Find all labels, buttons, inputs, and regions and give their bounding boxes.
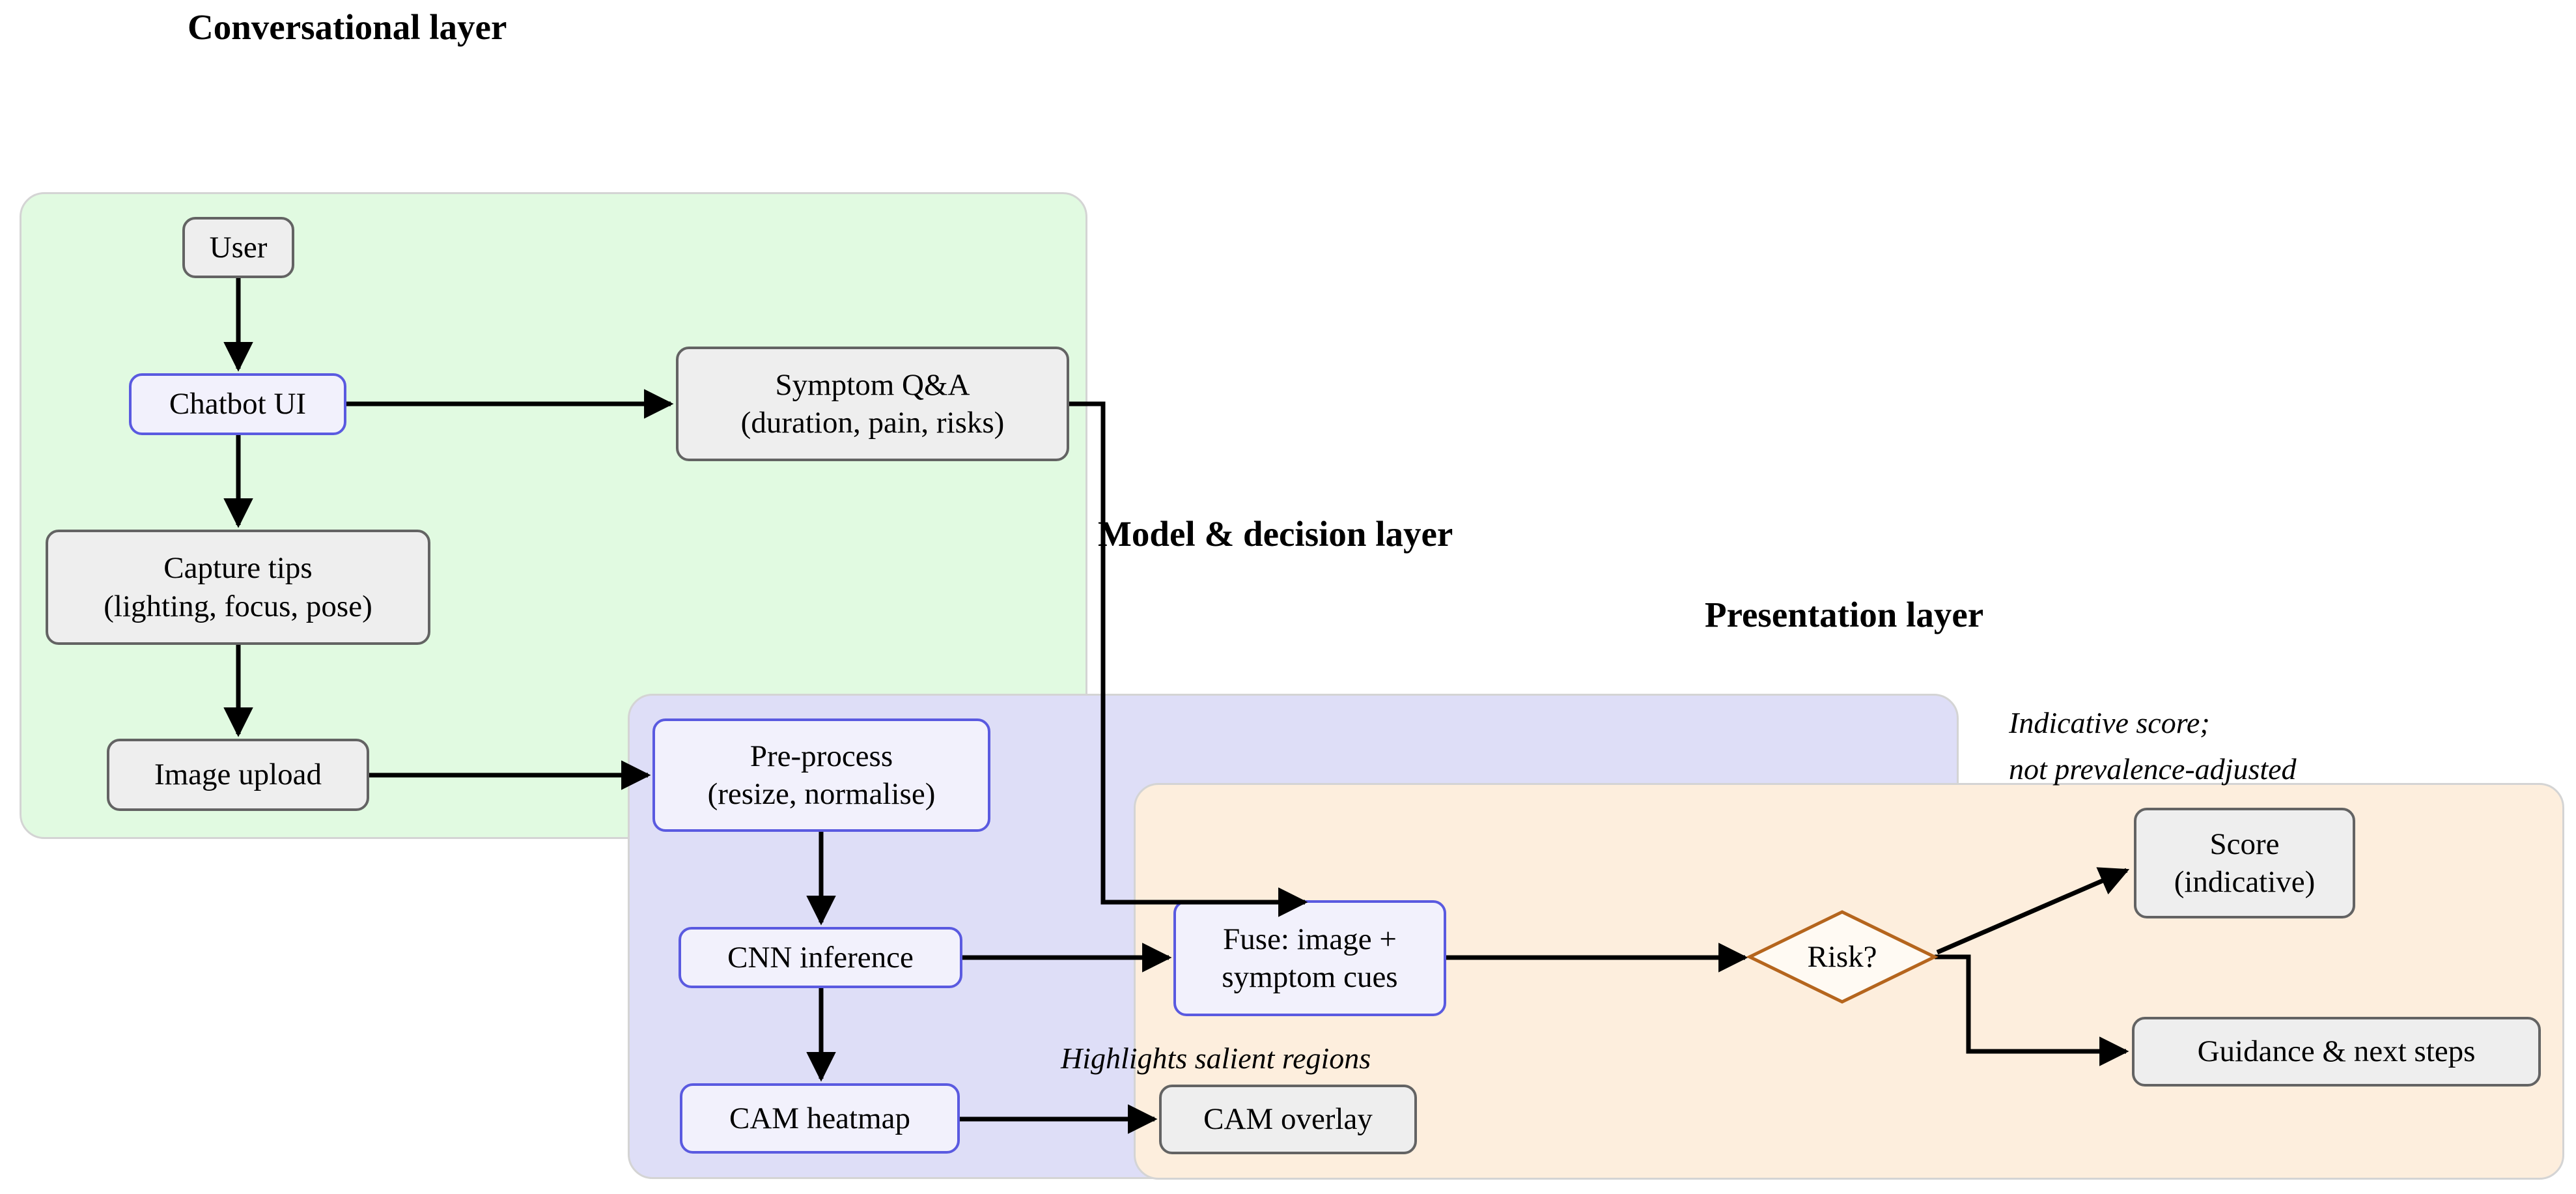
node-capture-tips: Capture tips (lighting, focus, pose) [46,530,430,645]
node-symptom-qa-line1: Symptom Q&A [775,367,970,402]
title-conversational-layer: Conversational layer [188,7,507,47]
node-score-line1: Score [2209,827,2280,861]
node-cnn-inference-label: CNN inference [727,940,914,974]
annotation-indicative-score: Indicative score; not prevalence-adjuste… [2009,700,2297,793]
node-user-label: User [209,230,268,264]
node-cam-overlay: CAM overlay [1159,1085,1417,1154]
annotation-highlights: Highlights salient regions [1061,1042,1371,1075]
node-cam-heatmap-label: CAM heatmap [729,1101,911,1135]
node-image-upload: Image upload [107,739,369,811]
node-image-upload-label: Image upload [154,758,322,792]
node-capture-tips-line2: (lighting, focus, pose) [104,589,372,623]
node-fuse-line1: Fuse: image + [1223,922,1397,956]
node-symptom-qa: Symptom Q&A (duration, pain, risks) [676,347,1069,461]
node-symptom-qa-line2: (duration, pain, risks) [740,406,1005,440]
node-score-line2: (indicative) [2174,865,2316,899]
node-fuse-line2: symptom cues [1222,960,1398,994]
node-guidance-label: Guidance & next steps [2197,1034,2476,1069]
node-preprocess: Pre-process (resize, normalise) [652,718,990,832]
annotation-indicative-line2: not prevalence-adjusted [2009,752,2297,786]
title-model-decision-layer: Model & decision layer [1098,514,1453,554]
node-preprocess-line1: Pre-process [749,739,893,773]
node-risk-label: Risk? [1807,940,1877,974]
node-cam-heatmap: CAM heatmap [680,1083,960,1154]
title-presentation-layer: Presentation layer [1705,595,1984,634]
node-fuse: Fuse: image + symptom cues [1173,900,1446,1016]
node-capture-tips-line1: Capture tips [163,551,313,586]
node-guidance: Guidance & next steps [2132,1017,2541,1087]
node-chatbot-ui: Chatbot UI [129,373,346,435]
node-user: User [182,217,294,278]
node-chatbot-ui-label: Chatbot UI [169,387,307,421]
node-cnn-inference: CNN inference [679,927,962,988]
node-score: Score (indicative) [2134,808,2355,918]
annotation-indicative-line1: Indicative score; [2009,706,2210,739]
node-preprocess-line2: (resize, normalise) [707,777,936,811]
node-cam-overlay-label: CAM overlay [1203,1102,1373,1137]
